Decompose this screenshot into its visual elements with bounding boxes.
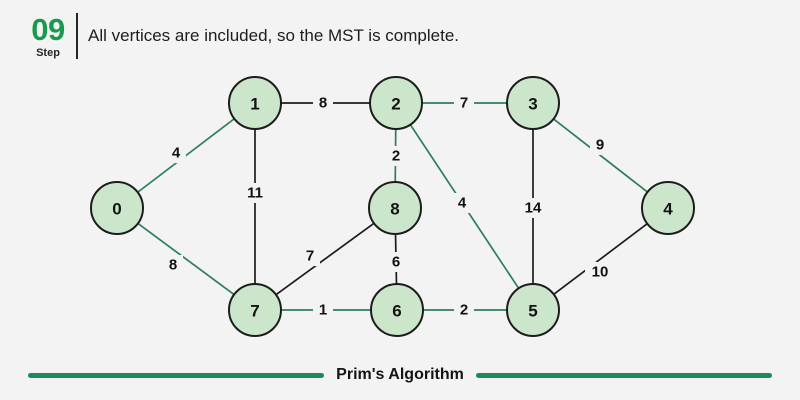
footer-banner: Prim's Algorithm — [0, 358, 800, 400]
node-circle-4[interactable] — [641, 181, 695, 235]
edge-weight-2-3: 7 — [460, 95, 468, 112]
graph-edge-3-4 — [553, 118, 648, 193]
edge-weight-backdrop — [300, 246, 320, 266]
node-label-5: 5 — [528, 302, 537, 321]
edge-weight-backdrop — [452, 193, 472, 213]
edge-weight-backdrop — [590, 135, 610, 155]
edge-weight-backdrop — [518, 198, 548, 218]
node-circle-2[interactable] — [369, 76, 423, 130]
edge-weight-backdrop — [313, 93, 333, 113]
node-circle-6[interactable] — [370, 283, 424, 337]
edge-weight-backdrop — [166, 143, 186, 163]
node-label-6: 6 — [392, 302, 401, 321]
node-label-1: 1 — [250, 95, 259, 114]
edge-weight-6-5: 2 — [460, 302, 468, 319]
step-number: 09 — [31, 12, 65, 47]
edge-weight-layer: 4 8 8 11 7 2 4 9 14 10 7 6 1 2 — [163, 93, 615, 320]
header-divider — [76, 13, 78, 59]
node-label-7: 7 — [250, 302, 259, 321]
edge-weight-backdrop — [386, 252, 406, 272]
step-badge: 09 Step — [22, 14, 74, 59]
edge-weight-backdrop — [313, 300, 333, 320]
edge-weight-2-5: 4 — [458, 195, 467, 212]
footer-title: Prim's Algorithm — [336, 366, 464, 383]
step-caption: All vertices are included, so the MST is… — [88, 26, 460, 45]
graph-svg: 4 8 8 11 7 2 4 9 14 10 7 6 1 2 0 1 2 3 4 5 6 7 8 — [90, 76, 695, 337]
edge-weight-3-4: 9 — [596, 137, 604, 154]
edge-weight-0-7: 8 — [169, 257, 177, 274]
edge-weight-4-5: 10 — [592, 264, 609, 281]
edge-weight-8-6: 6 — [392, 254, 400, 271]
edge-weight-0-1: 4 — [172, 145, 181, 162]
edge-weight-2-8: 2 — [392, 148, 400, 165]
graph-edge-8-7 — [275, 222, 375, 296]
node-circle-8[interactable] — [368, 181, 422, 235]
graph-node-8[interactable]: 8 — [368, 181, 422, 235]
graph-node-2[interactable]: 2 — [369, 76, 423, 130]
graph-node-5[interactable]: 5 — [506, 283, 560, 337]
graph-node-6[interactable]: 6 — [370, 283, 424, 337]
graph-node-0[interactable]: 0 — [90, 181, 144, 235]
edge-weight-8-7: 7 — [306, 248, 314, 265]
edge-weight-backdrop — [240, 183, 270, 203]
edge-weight-backdrop — [454, 93, 474, 113]
edge-weight-backdrop — [585, 262, 615, 282]
graph-canvas: 4 8 8 11 7 2 4 9 14 10 7 6 1 2 0 1 2 3 4 5 6 7 8 — [0, 60, 800, 355]
edge-weight-3-5: 14 — [525, 200, 542, 217]
node-circle-1[interactable] — [228, 76, 282, 130]
node-label-0: 0 — [112, 200, 121, 219]
node-circle-3[interactable] — [506, 76, 560, 130]
node-layer: 0 1 2 3 4 5 6 7 8 — [90, 76, 695, 337]
node-label-3: 3 — [528, 95, 537, 114]
edge-weight-backdrop — [454, 300, 474, 320]
node-label-4: 4 — [663, 200, 673, 219]
node-label-2: 2 — [391, 95, 400, 114]
graph-edge-4-5 — [553, 222, 648, 296]
step-header: 09 Step All vertices are included, so th… — [0, 0, 800, 72]
node-circle-0[interactable] — [90, 181, 144, 235]
footer-rule-right — [475, 372, 773, 378]
graph-node-4[interactable]: 4 — [641, 181, 695, 235]
step-word-label: Step — [36, 47, 60, 59]
edge-weight-backdrop — [163, 255, 183, 275]
edge-weight-1-7: 11 — [247, 185, 263, 202]
edge-weight-1-2: 8 — [319, 95, 327, 112]
graph-node-3[interactable]: 3 — [506, 76, 560, 130]
edge-weight-backdrop — [386, 146, 406, 166]
node-circle-7[interactable] — [228, 283, 282, 337]
node-circle-5[interactable] — [506, 283, 560, 337]
graph-node-1[interactable]: 1 — [228, 76, 282, 130]
graph-node-7[interactable]: 7 — [228, 283, 282, 337]
footer-rule-left — [28, 372, 325, 378]
edge-weight-7-6: 1 — [319, 302, 327, 319]
node-label-8: 8 — [390, 200, 399, 219]
graph-edge-0-7 — [137, 222, 235, 296]
